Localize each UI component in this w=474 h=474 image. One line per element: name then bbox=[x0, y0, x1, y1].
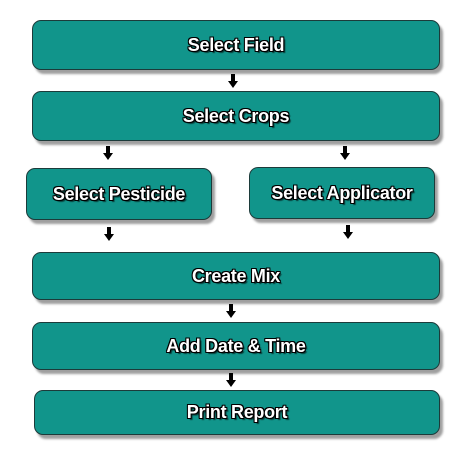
print-report-box: Print Report bbox=[34, 390, 440, 435]
add-date-time-box: Add Date & Time bbox=[32, 322, 440, 370]
arrow-pesticide-to-mix bbox=[104, 227, 114, 241]
select-applicator-box: Select Applicator bbox=[249, 167, 435, 219]
arrow-field-to-crops bbox=[228, 74, 238, 88]
arrow-date-to-report bbox=[226, 373, 236, 387]
select-pesticide-box: Select Pesticide bbox=[26, 168, 212, 220]
select-crops-box: Select Crops bbox=[32, 91, 440, 141]
arrow-crops-to-pesticide bbox=[103, 146, 113, 160]
create-mix-box: Create Mix bbox=[32, 252, 440, 300]
arrow-applicator-to-mix bbox=[343, 225, 353, 239]
select-field-box: Select Field bbox=[32, 20, 440, 70]
arrow-mix-to-date bbox=[226, 304, 236, 318]
arrow-crops-to-applicator bbox=[340, 146, 350, 160]
